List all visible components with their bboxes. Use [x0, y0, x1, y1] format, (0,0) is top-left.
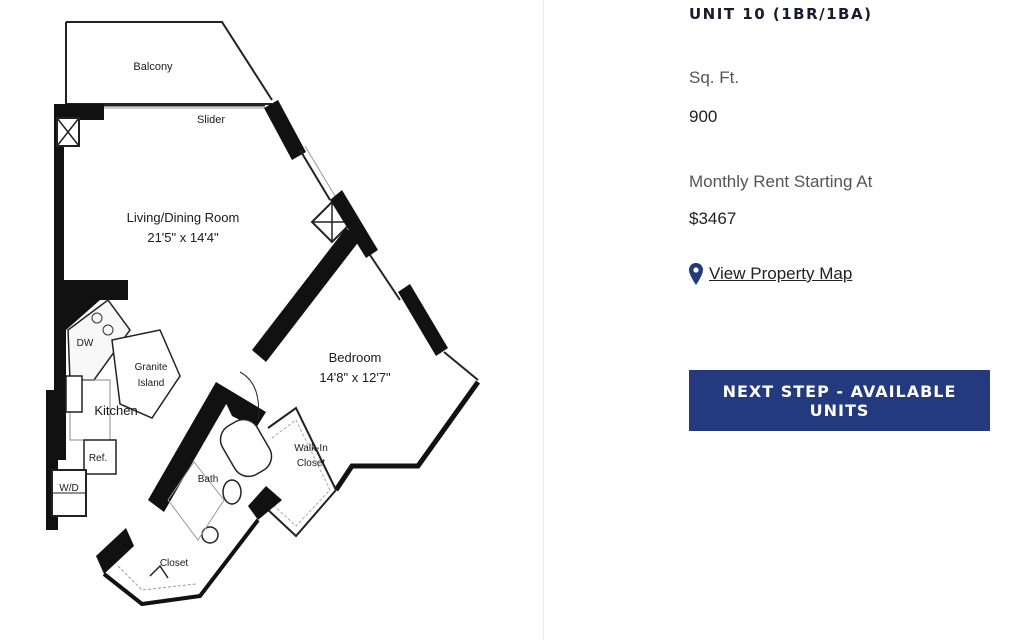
label-living-dims: 21'5" x 14'4" [147, 230, 219, 245]
door-swing [239, 371, 260, 421]
closet-door [149, 564, 169, 579]
wall-kitchen [54, 280, 128, 460]
wall-bottom [102, 518, 260, 607]
label-slider: Slider [197, 114, 225, 126]
floorplan-image: Balcony Slider Living/Dining Room 21'5" … [46, 21, 481, 607]
label-walkin-closet: Closet [297, 458, 326, 469]
label-dw: DW [77, 338, 94, 349]
wall-window-3 [398, 284, 448, 356]
wall-bath-top [216, 382, 266, 428]
rent-value: $3467 [689, 209, 737, 228]
next-step-available-units-button[interactable]: NEXT STEP - AVAILABLE UNITS [689, 370, 990, 431]
window-2 [369, 254, 401, 301]
label-island: Island [138, 378, 165, 389]
bathtub [219, 418, 273, 478]
window-1b [304, 145, 336, 197]
wall-bath-left [148, 382, 232, 512]
bath-sink [201, 526, 219, 544]
label-wd: W/D [59, 483, 78, 494]
window-1 [299, 149, 331, 201]
label-bath: Bath [198, 474, 219, 485]
wall-bath-right [248, 486, 282, 520]
burner-2 [102, 324, 114, 336]
view-property-map-link[interactable]: View Property Map [689, 263, 852, 285]
label-living-name: Living/Dining Room [127, 210, 240, 225]
balcony-rail [66, 21, 273, 101]
sqft-label: Sq. Ft. [689, 68, 740, 87]
wall-closet-left [96, 528, 134, 574]
map-pin-icon [689, 263, 703, 285]
label-closet: Closet [160, 558, 189, 569]
floorplan-panel: Balcony Slider Living/Dining Room 21'5" … [46, 0, 544, 640]
label-kitchen: Kitchen [94, 403, 137, 418]
window-3 [443, 351, 479, 381]
wall-living-bedroom [252, 228, 360, 362]
wall-window-1 [264, 100, 306, 160]
granite-island [111, 329, 181, 419]
rent-label: Monthly Rent Starting At [689, 172, 873, 191]
closet-shelf [117, 565, 197, 591]
label-ref: Ref. [89, 453, 107, 464]
burner-1 [91, 312, 103, 324]
walkin-shelf [271, 419, 331, 527]
kitchen-counter [67, 298, 131, 381]
unit-details-panel: UNIT 10 (1BR/1BA) Sq. Ft. 900 Monthly Re… [544, 0, 1024, 640]
toilet [222, 479, 242, 505]
unit-title: UNIT 10 (1BR/1BA) [689, 5, 873, 23]
wall-window-2 [330, 190, 378, 258]
bedroom-bottom-wall [333, 380, 481, 492]
label-balcony: Balcony [133, 61, 173, 73]
sink [65, 375, 83, 413]
walkin-closet [265, 406, 338, 538]
label-bedroom-dims: 14'8" x 12'7" [319, 370, 391, 385]
label-walkin: Walk-In [294, 443, 328, 454]
shaft-x2 [56, 117, 80, 147]
fridge [83, 439, 117, 475]
view-property-map-label: View Property Map [709, 264, 853, 283]
label-bedroom-name: Bedroom [329, 350, 382, 365]
sqft-value: 900 [689, 107, 718, 126]
bath-floor [167, 461, 225, 541]
label-granite: Granite [135, 362, 168, 373]
